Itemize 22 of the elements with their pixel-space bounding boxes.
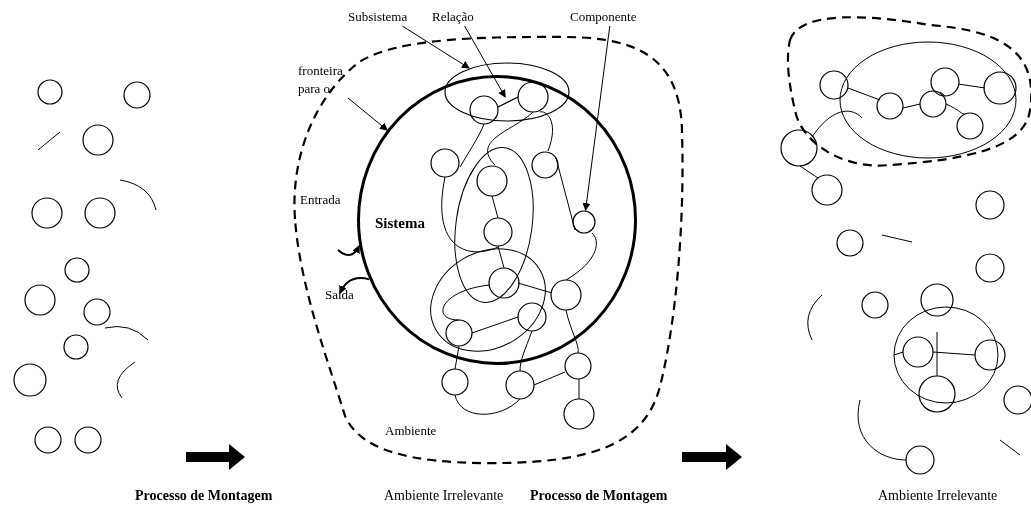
process-caption: Processo de Montagem (135, 488, 273, 504)
process-caption: Processo de Montagem (530, 488, 668, 504)
component-circle (572, 210, 596, 234)
flow-arrow (339, 277, 371, 294)
flow-arrow (337, 245, 361, 256)
system-boundary (357, 75, 637, 365)
callout-label: Relação (432, 8, 487, 26)
callout-label: Componente (570, 8, 652, 26)
subsystem-ellipse (444, 62, 570, 122)
leader-line (582, 25, 611, 212)
panel-caption: Ambiente Irrelevante (384, 488, 504, 504)
edge-label: Entrada (300, 192, 341, 208)
leader-line (464, 25, 506, 98)
region-label: Ambiente (385, 423, 437, 439)
edge-label: Saída (325, 287, 354, 303)
relation-line (498, 97, 518, 107)
panel-caption: Ambiente Irrelevante (878, 488, 998, 504)
callout-label: fronteira para o (298, 62, 354, 98)
leader-line (401, 25, 470, 69)
leader-line (347, 97, 388, 131)
callout-label: Subsistema (348, 8, 428, 26)
system-label: Sistema (375, 215, 425, 232)
